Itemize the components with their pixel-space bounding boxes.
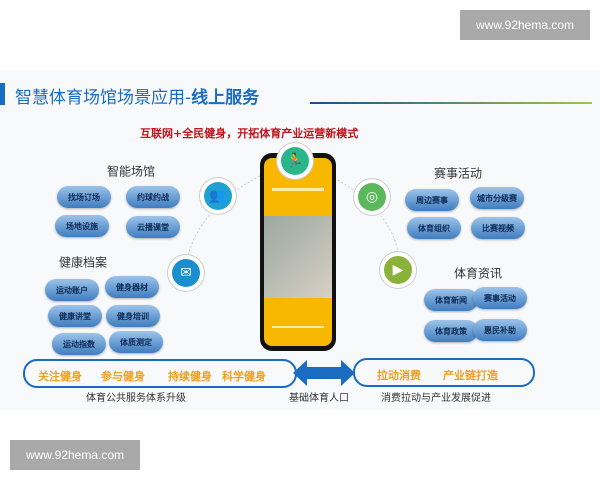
caption-left: 体育公共服务体系升级 (86, 393, 186, 404)
pill-health[interactable]: 健康讲堂 (48, 305, 102, 327)
watermark-top: www.92hema.com (460, 10, 590, 40)
pill-venue[interactable]: 云播课堂 (126, 216, 180, 238)
pill-venue[interactable]: 找场订场 (57, 186, 111, 208)
group-title-events: 赛事活动 (433, 166, 483, 181)
left-bar: 关注健身 参与健身 持续健身 科学健身 (23, 359, 297, 388)
phone-screen-photo (264, 216, 332, 298)
slide-title: 智慧体育场馆场景应用-线上服务 (15, 83, 259, 108)
subtitle: 互联网+全民健身，开拓体育产业运营新模式 (140, 127, 359, 140)
right-bar-item: 拉动消费 (377, 369, 421, 382)
phone-screen-text (272, 188, 324, 191)
phone (260, 153, 336, 351)
phone-screen-footer (272, 326, 324, 328)
runner-icon: 🏃 (277, 143, 313, 179)
left-bar-item: 持续健身 (168, 370, 212, 383)
left-bar-item: 参与健身 (101, 370, 145, 383)
left-bar-item: 关注健身 (38, 370, 82, 383)
title-bar-accent (0, 83, 5, 105)
pill-events[interactable]: 城市分级赛 (470, 187, 524, 209)
pill-news[interactable]: 体育新闻 (424, 289, 478, 311)
group-title-news: 体育资讯 (453, 266, 503, 281)
pill-events[interactable]: 周边赛事 (405, 189, 459, 211)
title-underline (310, 102, 592, 104)
pill-health[interactable]: 健身培训 (106, 305, 160, 327)
pill-venue[interactable]: 场地设施 (55, 215, 109, 237)
watermark-bottom: www.92hema.com (10, 440, 140, 470)
phone-screen (264, 158, 332, 346)
pill-venue[interactable]: 约球约战 (126, 186, 180, 208)
pill-news[interactable]: 赛事活动 (473, 287, 527, 309)
mail-icon: ✉ (168, 255, 204, 291)
right-bar-item: 产业链打造 (443, 369, 498, 382)
video-icon: ▶ (380, 252, 416, 288)
camera-icon: ◎ (354, 179, 390, 215)
title-main: 智慧体育场馆场景应用- (15, 88, 192, 108)
pill-health[interactable]: 体质测定 (109, 331, 163, 353)
pill-health[interactable]: 健身器材 (105, 276, 159, 298)
pill-health[interactable]: 运动指数 (52, 333, 106, 355)
pill-news[interactable]: 体育政策 (424, 320, 478, 342)
pill-events[interactable]: 比赛视频 (471, 217, 525, 239)
double-arrow-icon (293, 360, 355, 386)
caption-right: 消费拉动与产业发展促进 (381, 393, 491, 404)
right-bar: 拉动消费 产业链打造 (353, 358, 535, 387)
caption-center: 基础体育人口 (289, 393, 349, 404)
pill-news[interactable]: 惠民补助 (473, 319, 527, 341)
users-icon: 👥 (200, 178, 236, 214)
group-title-venue: 智能场馆 (106, 164, 156, 179)
group-title-health: 健康档案 (58, 255, 108, 270)
pill-health[interactable]: 运动账户 (45, 279, 99, 301)
left-bar-item: 科学健身 (222, 370, 266, 383)
pill-events[interactable]: 体育组织 (407, 217, 461, 239)
title-bold: 线上服务 (191, 88, 260, 108)
